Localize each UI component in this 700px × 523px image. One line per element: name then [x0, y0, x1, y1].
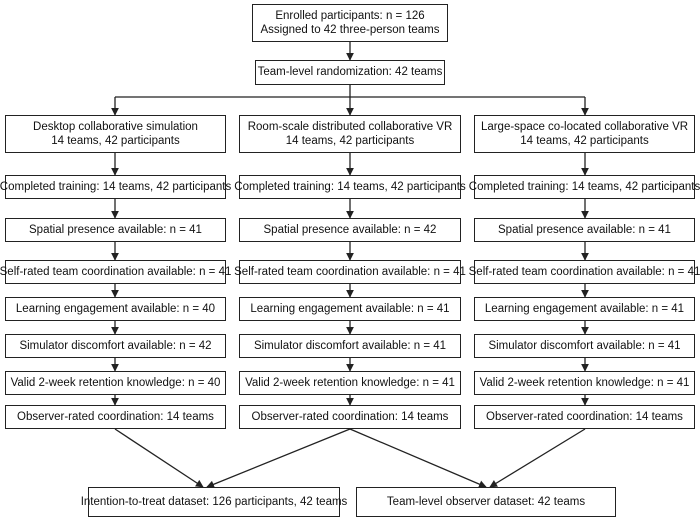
arm-large-space-step-presence: Spatial presence available: n = 41: [474, 218, 695, 242]
arm-large-space-step-training: Completed training: 14 teams, 42 partici…: [469, 175, 700, 199]
randomization-box: Team-level randomization: 42 teams: [255, 60, 445, 85]
step-label: Observer-rated coordination: 14 teams: [251, 410, 449, 423]
step-label: Valid 2-week retention knowledge: n = 41: [479, 376, 690, 389]
arm-allocation: 14 teams, 42 participants: [51, 135, 180, 147]
step-label: Observer-rated coordination: 14 teams: [486, 410, 683, 423]
arm-title: Large-space co-located collaborative VR: [480, 120, 689, 133]
arm-desktop-step-self-coordination: Self-rated team coordination available: …: [0, 260, 231, 284]
observer-dataset-label: Team-level observer dataset: 42 teams: [386, 495, 586, 508]
arm-room-scale-step-presence: Spatial presence available: n = 42: [239, 218, 461, 242]
step-label: Learning engagement available: n = 41: [250, 302, 450, 315]
arm-allocation: 14 teams, 42 participants: [520, 135, 649, 147]
arm-title: Desktop collaborative simulation: [33, 120, 198, 133]
arm-large-space-step-observer: Observer-rated coordination: 14 teams: [474, 405, 695, 429]
step-label: Spatial presence available: n = 41: [29, 223, 202, 236]
enrollment-count: Enrolled participants: n = 126: [275, 9, 425, 22]
team-assignment: Assigned to 42 three-person teams: [260, 24, 440, 36]
itt-dataset-box: Intention-to-treat dataset: 126 particip…: [81, 487, 347, 517]
arm-room-scale-step-training: Completed training: 14 teams, 42 partici…: [234, 175, 466, 199]
step-label: Learning engagement available: n = 40: [15, 302, 216, 315]
step-label: Spatial presence available: n = 41: [498, 223, 671, 236]
itt-dataset-label: Intention-to-treat dataset: 126 particip…: [80, 495, 348, 508]
step-label: Self-rated team coordination available: …: [468, 265, 700, 278]
step-label: Simulator discomfort available: n = 41: [488, 339, 681, 352]
arm-desktop-step-observer: Observer-rated coordination: 14 teams: [5, 405, 226, 429]
step-label: Completed training: 14 teams, 42 partici…: [0, 180, 232, 193]
step-label: Completed training: 14 teams, 42 partici…: [468, 180, 700, 193]
arm-room-scale-step-engagement: Learning engagement available: n = 41: [239, 297, 461, 321]
step-label: Self-rated team coordination available: …: [234, 265, 466, 278]
randomization-label: Team-level randomization: 42 teams: [257, 66, 443, 79]
arm-desktop-step-presence: Spatial presence available: n = 41: [5, 218, 226, 242]
arm-desktop-box: Desktop collaborative simulation 14 team…: [5, 115, 226, 153]
step-label: Simulator discomfort available: n = 42: [19, 339, 212, 352]
arm-desktop-step-training: Completed training: 14 teams, 42 partici…: [0, 175, 231, 199]
arm-title: Room-scale distributed collaborative VR: [247, 120, 453, 133]
arm-large-space-step-discomfort: Simulator discomfort available: n = 41: [474, 334, 695, 358]
step-label: Valid 2-week retention knowledge: n = 41: [245, 376, 455, 389]
step-label: Simulator discomfort available: n = 41: [253, 339, 447, 352]
arm-large-space-step-self-coordination: Self-rated team coordination available: …: [469, 260, 700, 284]
step-label: Learning engagement available: n = 41: [484, 302, 685, 315]
arm-desktop-step-engagement: Learning engagement available: n = 40: [5, 297, 226, 321]
observer-dataset-box: Team-level observer dataset: 42 teams: [356, 487, 616, 517]
enrollment-box: Enrolled participants: n = 126 Assigned …: [252, 4, 448, 42]
arm-room-scale-step-observer: Observer-rated coordination: 14 teams: [239, 405, 461, 429]
step-label: Self-rated team coordination available: …: [0, 265, 232, 278]
step-label: Valid 2-week retention knowledge: n = 40: [10, 376, 221, 389]
arm-large-space-step-retention: Valid 2-week retention knowledge: n = 41: [474, 371, 695, 395]
step-label: Observer-rated coordination: 14 teams: [17, 410, 214, 423]
arm-desktop-step-discomfort: Simulator discomfort available: n = 42: [5, 334, 226, 358]
arm-large-space-step-engagement: Learning engagement available: n = 41: [474, 297, 695, 321]
arm-desktop-step-retention: Valid 2-week retention knowledge: n = 40: [5, 371, 226, 395]
step-label: Spatial presence available: n = 42: [263, 223, 437, 236]
arm-room-scale-step-self-coordination: Self-rated team coordination available: …: [234, 260, 466, 284]
arm-room-scale-step-retention: Valid 2-week retention knowledge: n = 41: [239, 371, 461, 395]
step-label: Completed training: 14 teams, 42 partici…: [234, 180, 466, 193]
arm-room-scale-box: Room-scale distributed collaborative VR …: [239, 115, 461, 153]
arm-room-scale-step-discomfort: Simulator discomfort available: n = 41: [239, 334, 461, 358]
arm-large-space-box: Large-space co-located collaborative VR …: [474, 115, 695, 153]
arm-allocation: 14 teams, 42 participants: [285, 135, 415, 147]
